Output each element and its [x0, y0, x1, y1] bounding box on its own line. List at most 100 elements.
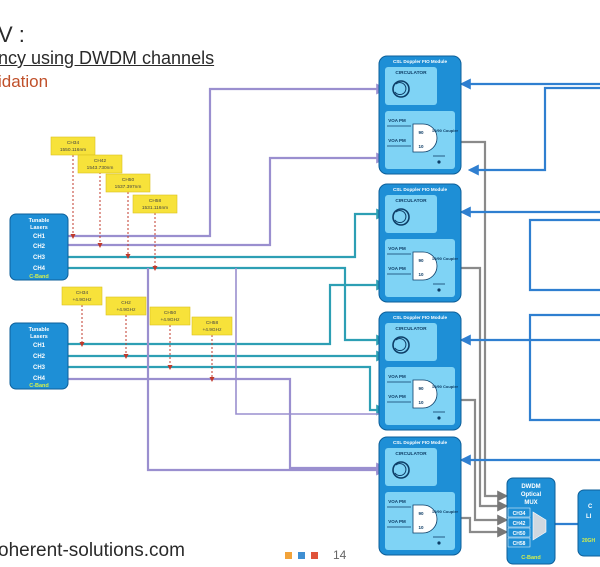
- laser-1-ch1: CH1: [33, 234, 46, 240]
- svg-text:CH42: CH42: [94, 158, 107, 164]
- module-title: CSL Doppler FIO Module: [393, 187, 447, 192]
- dwdm-mux-title: DWDM: [521, 484, 540, 490]
- vpm-label-1: VOA PM: [388, 118, 406, 123]
- line-m2-mux: [458, 266, 509, 512]
- coupler-label: 10/90 Coupler: [432, 384, 459, 389]
- svg-text:+4.9GHz: +4.9GHz: [116, 307, 136, 313]
- svg-text:+4.9GHz: +4.9GHz: [160, 317, 180, 323]
- accent-square-blue: [298, 552, 305, 559]
- coupler-10: 10: [418, 400, 424, 405]
- coupler-label: 10/90 Coupler: [432, 509, 459, 514]
- laser-1-title-1: Tunable: [29, 218, 50, 224]
- module-title: CSL Doppler FIO Module: [393, 440, 447, 445]
- circulator-arrow-icon: [394, 463, 407, 477]
- accent-square-red: [311, 552, 318, 559]
- circulator-icon: [392, 80, 410, 98]
- line-l1-ch4: [68, 266, 388, 346]
- laser-2-title-2: Lasers: [30, 334, 48, 340]
- module-title: CSL Doppler FIO Module: [393, 315, 447, 320]
- circulator-box: [385, 448, 437, 486]
- circulator-icon: [392, 461, 410, 479]
- dwdm-mux-title-2: Optical: [521, 492, 542, 498]
- line-m1-mux: [458, 140, 509, 502]
- connection-lines: [68, 78, 600, 538]
- laser-2-band: C-Band: [29, 383, 49, 389]
- module-port-dot: [437, 288, 441, 292]
- mux-ch50-box: [507, 527, 531, 538]
- svg-text:CH34: CH34: [76, 290, 89, 296]
- line-l2-ch4: [68, 377, 388, 474]
- callout-g2-3: CH50 +4.9GHz: [149, 306, 191, 326]
- mux-ch58: CH58: [513, 541, 526, 547]
- mux-band: C-Band: [521, 555, 541, 561]
- mux-ch50: CH50: [513, 531, 526, 537]
- line-purple-drop: [146, 268, 388, 476]
- callout-g1-1: CH34 1550.116nm: [50, 136, 96, 156]
- mux-ch58-box: [507, 537, 531, 548]
- circulator-arrow-icon: [394, 82, 407, 96]
- callouts-group-2: CH34 +4.9GHz CH2 +4.9GHz CH50 +4.9GHz CH…: [61, 286, 233, 336]
- mux-ch42: CH42: [513, 521, 526, 527]
- circulator-label: CIRCULATOR: [395, 451, 427, 457]
- module-port-dot: [437, 160, 441, 164]
- laser-block-2: Tunable Lasers CH1 CH2 CH3 CH4 C-Band: [9, 322, 69, 390]
- right-box-band: 20GH: [582, 538, 595, 544]
- line-l2-ch1: [68, 279, 388, 346]
- line-purple-mid: [235, 268, 387, 418]
- mux-ch34: CH34: [513, 511, 526, 517]
- callout-pointers: [70, 155, 215, 382]
- vpm-label-2: VOA PM: [388, 394, 406, 399]
- laser-block-1: Tunable Lasers CH1 CH2 CH3 CH4 C-Band: [9, 213, 69, 281]
- laser-1-ch4: CH4: [33, 266, 46, 272]
- callouts-group-1: CH34 1550.116nm CH42 1543.730nm CH50 153…: [50, 136, 178, 214]
- svg-text:+4.9GHz: +4.9GHz: [202, 327, 222, 333]
- slide-title: V :: [0, 22, 25, 47]
- circulator-label: CIRCULATOR: [395, 326, 427, 332]
- laser-1-ch2: CH2: [33, 244, 46, 250]
- laser-2-ch4: CH4: [33, 376, 46, 382]
- circulator-box: [385, 67, 437, 105]
- coupler-shape: [412, 123, 438, 153]
- svg-text:CH58: CH58: [206, 320, 219, 326]
- laser-block-1-body: [9, 213, 69, 281]
- laser-block-2-body: [9, 322, 69, 390]
- callout-g2-4: CH58 +4.9GHz: [191, 316, 233, 336]
- callout-g2-2: CH2 +4.9GHz: [105, 296, 147, 316]
- circulator-label: CIRCULATOR: [395, 70, 427, 76]
- vpm-label-2: VOA PM: [388, 138, 406, 143]
- coupler-shape: [412, 379, 438, 409]
- coupler-90: 90: [418, 386, 424, 391]
- svg-text:+4.9GHz: +4.9GHz: [72, 297, 92, 303]
- line-l1-ch2: [68, 152, 388, 247]
- callout-g1-3: CH50 1537.397nm: [105, 173, 151, 193]
- slide-subtitle-2: idation: [0, 72, 49, 91]
- laser-2-title-1: Tunable: [29, 327, 50, 333]
- laser-2-ch1: CH1: [33, 343, 46, 349]
- svg-text:1543.730nm: 1543.730nm: [87, 165, 114, 171]
- coupler-shape: [412, 251, 438, 281]
- circulator-arrow-icon: [394, 210, 407, 224]
- coupler-10: 10: [418, 144, 424, 149]
- mux-ch34-box: [507, 507, 531, 518]
- dwdm-mux: DWDM Optical MUX CH34 CH42 CH50 CH58 C-B…: [506, 477, 556, 565]
- vpm-label-1: VOA PM: [388, 374, 406, 379]
- module-port-dot: [437, 416, 441, 420]
- line-return-2b: [528, 218, 600, 292]
- svg-text:1550.116nm: 1550.116nm: [60, 147, 86, 153]
- module-port-dot: [437, 541, 441, 545]
- right-box-body: [577, 489, 600, 557]
- vpm-label-2: VOA PM: [388, 266, 406, 271]
- laser-1-ch3: CH3: [33, 255, 46, 261]
- coupler-90: 90: [418, 258, 424, 263]
- circulator-icon: [392, 336, 410, 354]
- callout-g2-1: CH34 +4.9GHz: [61, 286, 103, 306]
- svg-text:CH50: CH50: [122, 177, 135, 183]
- coupler-10: 10: [418, 525, 424, 530]
- line-return-3b: [528, 313, 600, 422]
- footer-url: oherent-solutions.com: [0, 540, 185, 561]
